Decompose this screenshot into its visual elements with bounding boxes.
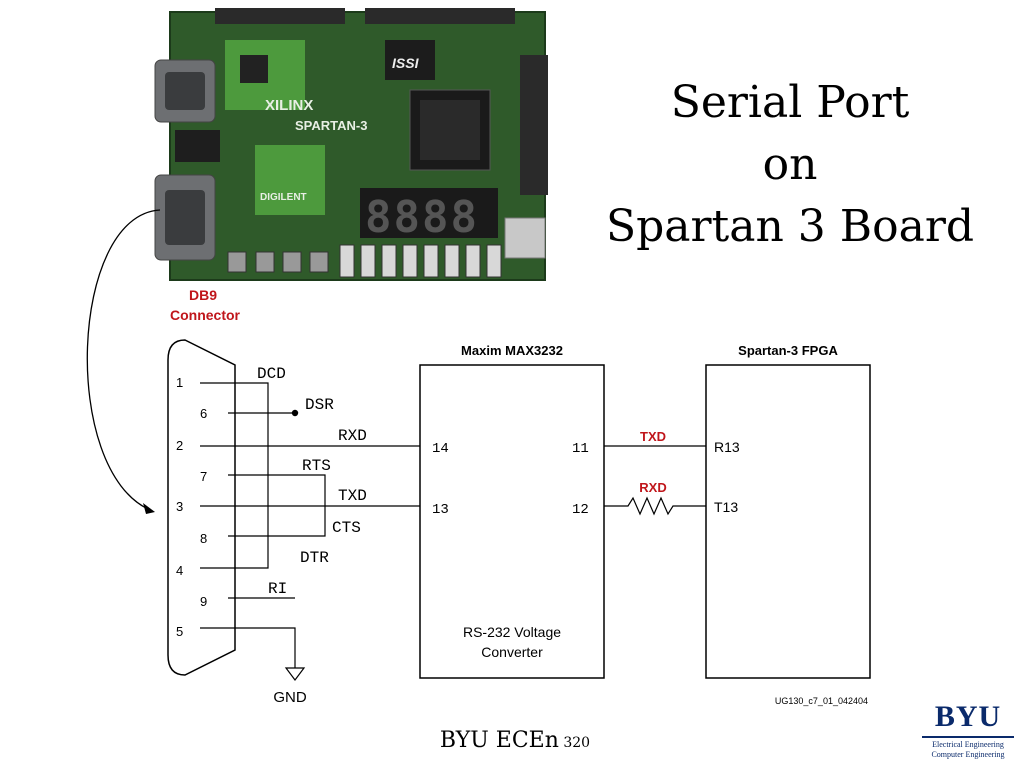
figure-id: UG130_c7_01_042404: [775, 696, 868, 706]
db9-outline: [167, 339, 236, 676]
max-pin-11: 11: [572, 441, 589, 457]
pin-8: 8: [200, 531, 207, 546]
byu-dept-1: Electrical Engineering: [932, 740, 1004, 749]
max3232-desc-1: RS-232 Voltage: [463, 624, 561, 640]
push-button-2: [255, 251, 275, 273]
board-family: SPARTAN-3: [295, 118, 367, 133]
push-button-1: [227, 251, 247, 273]
fpga-pin-r13: R13: [714, 439, 740, 455]
label-gnd: GND: [273, 689, 307, 706]
link-label-txd: TXD: [640, 429, 666, 444]
power-jack: [175, 130, 220, 162]
fpga-pin-t13: T13: [714, 499, 738, 515]
display-digits: 8888: [365, 192, 479, 243]
max3232-title: Maxim MAX3232: [461, 343, 563, 358]
pin-2: 2: [176, 438, 183, 453]
board-photo: XILINX SPARTAN-3 ISSI DIGILENT 8888: [154, 8, 548, 281]
fpga-title: Spartan-3 FPGA: [738, 343, 838, 358]
byu-divider: [922, 736, 1014, 738]
seven-segment-display: [360, 188, 498, 238]
slide-switches: [339, 244, 502, 278]
push-button-4: [309, 251, 329, 273]
label-txd: TXD: [338, 487, 367, 505]
sram-label: ISSI: [392, 55, 420, 71]
label-dtr: DTR: [300, 549, 329, 567]
byu-wordmark: BYU: [934, 700, 1002, 733]
slide-footer: BYU ECEn 320: [400, 728, 630, 753]
max3232-desc-2: Converter: [481, 644, 543, 660]
pin-5: 5: [176, 624, 183, 639]
sram-chip: [385, 40, 435, 80]
pin-6: 6: [200, 406, 207, 421]
digilent-module: [255, 145, 325, 215]
board-brand: XILINX: [265, 97, 313, 114]
title-line-2: on: [762, 139, 818, 190]
label-dcd: DCD: [257, 365, 286, 383]
label-rts: RTS: [302, 457, 331, 475]
pin-9: 9: [200, 594, 207, 609]
connector-callout-arrow: [86, 209, 161, 511]
title-line-1: Serial Port: [670, 77, 910, 128]
right-expansion-header: [520, 55, 548, 195]
slide-title: Serial Port on Spartan 3 Board: [570, 72, 1010, 258]
arrow-head: [143, 503, 155, 514]
pin-4: 4: [176, 563, 183, 578]
rxd-resistor: [604, 496, 706, 516]
db9-title: DB9: [189, 287, 217, 303]
db9-subtitle: Connector: [170, 307, 241, 323]
dsr-junction: [291, 409, 299, 417]
ps2-connector: [504, 217, 546, 259]
footer-course: BYU ECEn: [439, 728, 559, 753]
pin-3: 3: [176, 499, 183, 514]
label-cts: CTS: [332, 519, 361, 537]
max3232-box: [419, 364, 605, 679]
label-rxd: RXD: [338, 427, 367, 445]
max-pin-14: 14: [432, 441, 449, 457]
label-ri: RI: [268, 580, 287, 598]
ground-symbol: [284, 667, 306, 681]
title-line-3: Spartan 3 Board: [605, 201, 975, 252]
max-pin-13: 13: [432, 502, 449, 518]
pin-1: 1: [176, 375, 183, 390]
db9-wiring: [200, 382, 420, 668]
link-label-rxd: RXD: [639, 480, 666, 495]
top-header-left: [215, 8, 345, 24]
pin-7: 7: [200, 469, 207, 484]
push-button-3: [282, 251, 302, 273]
byu-dept-2: Computer Engineering: [931, 750, 1005, 759]
label-dsr: DSR: [305, 396, 334, 414]
byu-logo: BYU Electrical Engineering Computer Engi…: [918, 700, 1018, 764]
top-header-right: [365, 8, 515, 24]
max-pin-12: 12: [572, 502, 589, 518]
board-maker: DIGILENT: [260, 192, 307, 203]
footer-number: 320: [558, 735, 591, 751]
fpga-box: [705, 364, 871, 679]
